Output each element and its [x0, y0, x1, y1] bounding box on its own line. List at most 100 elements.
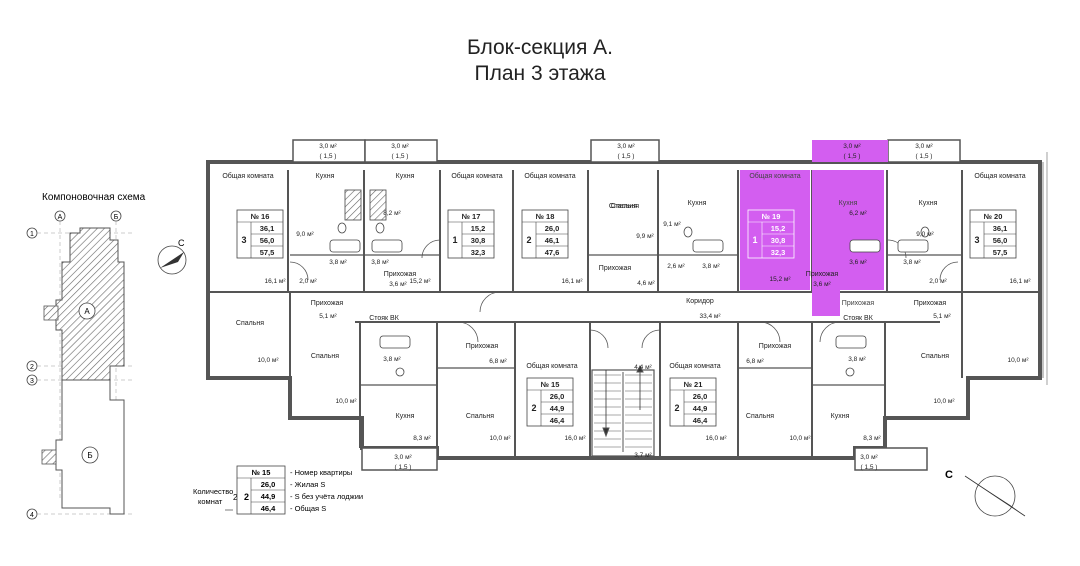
room-label: Кухня: [919, 200, 938, 207]
legend: Количество комнат 2 2 № 15 26,0 44,9 46,…: [193, 465, 363, 515]
apartment-19-highlight: [740, 140, 888, 316]
apartment-area-no-loggia: 30,8: [771, 236, 786, 245]
room-label: Спальня: [466, 413, 494, 420]
room-label: Стояк ВК: [843, 315, 874, 322]
room-label: Общая комната: [749, 172, 800, 180]
scheme-axis-4: 4: [26, 508, 135, 520]
apartment-number: № 16: [251, 212, 270, 221]
area-label: 8,3 м²: [413, 435, 431, 442]
room-label: Стояк ВК: [369, 315, 400, 322]
room-label: Общая комната: [451, 172, 502, 180]
area-label: 3,0 м²: [394, 454, 412, 461]
room-label: Прихожая: [599, 265, 632, 272]
bathroom-fixtures: [329, 189, 930, 377]
area-label: 6,2 м²: [849, 210, 867, 217]
area-label: ( 1,5 ): [618, 153, 635, 160]
area-label: ( 1,5 ): [861, 464, 878, 471]
legend-rooms-value: 2: [233, 493, 238, 502]
area-label: 3,0 м²: [617, 143, 635, 150]
room-label: Спальня: [609, 203, 637, 210]
scheme-label-b: Б: [87, 451, 92, 460]
area-label: 3,0 м²: [391, 143, 409, 150]
apartment-living-area: 26,0: [550, 392, 565, 401]
legend-desc-no-loggia: - S без учёта лоджии: [290, 492, 363, 501]
room-label: Кухня: [396, 413, 415, 420]
area-label: ( 1,5 ): [392, 153, 409, 160]
room-label: Кухня: [396, 173, 415, 180]
area-label: 10,0 м²: [335, 398, 357, 405]
apartment-rooms: 2: [531, 403, 536, 413]
area-label: 9,9 м²: [636, 233, 654, 240]
room-label: Кухня: [688, 200, 707, 207]
area-label: 6,8 м²: [746, 358, 764, 365]
area-label: 16,1 м²: [561, 278, 583, 285]
legend-rooms: 2: [244, 492, 249, 502]
scheme-axis-2: 2: [26, 360, 135, 372]
room-label: Общая комната: [974, 172, 1025, 180]
legend-desc-living: - Жилая S: [290, 480, 325, 489]
area-label: 3,8 м²: [371, 259, 389, 266]
legend-desc-number: - Номер квартиры: [290, 468, 352, 477]
north-arrow-large-icon: С: [945, 469, 1026, 517]
apartment-total-area: 57,5: [260, 248, 275, 257]
room-label: Спальня: [236, 320, 264, 327]
room-label: Прихожая: [759, 343, 792, 350]
area-label: 10,0 м²: [1007, 357, 1029, 364]
apartment-total-area: 32,3: [471, 248, 486, 257]
area-label: 4,6 м²: [637, 280, 655, 287]
apartment-number: № 21: [684, 380, 703, 389]
apartment-number: № 19: [762, 212, 781, 221]
area-label: 3,0 м²: [860, 454, 878, 461]
area-label: 6,8 м²: [489, 358, 507, 365]
area-label: 8,2 м²: [383, 210, 401, 217]
svg-text:4: 4: [30, 512, 34, 519]
area-label: ( 1,5 ): [916, 153, 933, 160]
room-label: Спальня: [311, 353, 339, 360]
layout-scheme: Компоновочная схема А Б 1 2 3: [26, 192, 146, 520]
area-label: 10,0 м²: [789, 435, 811, 442]
room-label: Спальня: [921, 353, 949, 360]
apartment-area-no-loggia: 30,8: [471, 236, 486, 245]
room-label: Общая комната: [524, 172, 575, 180]
apartment-rooms: 2: [526, 235, 531, 245]
apartment-living-area: 15,2: [471, 224, 486, 233]
north-arrow-icon: С: [157, 238, 187, 275]
legend-desc-total: - Общая S: [290, 504, 326, 513]
scheme-title: Компоновочная схема: [42, 192, 146, 203]
apartment-living-area: 26,0: [545, 224, 560, 233]
legend-number: № 15: [252, 468, 271, 477]
apartment-total-area: 57,5: [993, 248, 1008, 257]
room-label: Общая комната: [669, 362, 720, 370]
apartment-rooms: 2: [674, 403, 679, 413]
area-label: ( 1,5 ): [320, 153, 337, 160]
plan-title: Блок-секция А.: [466, 36, 614, 59]
area-label: ( 1,5 ): [844, 153, 861, 160]
svg-text:1: 1: [30, 231, 34, 238]
area-label: 3,8 м²: [848, 356, 866, 363]
apartment-number: № 18: [536, 212, 555, 221]
area-label: 9,1 м²: [663, 221, 681, 228]
apartment-total-area: 46,4: [550, 416, 565, 425]
apartment-area-no-loggia: 44,9: [550, 404, 565, 413]
doors: [289, 239, 959, 349]
area-label: 3,7 м²: [634, 452, 652, 459]
apartment-area-no-loggia: 56,0: [260, 236, 275, 245]
room-label: Спальня: [611, 203, 639, 210]
apartment-rooms: 1: [752, 235, 757, 245]
area-label: 3,8 м²: [383, 356, 401, 363]
loggias: [292, 139, 961, 471]
area-label: 3,6 м²: [389, 281, 407, 288]
apartment-area-no-loggia: 44,9: [693, 404, 708, 413]
apartment-rooms: 3: [974, 235, 979, 245]
area-label: 5,1 м²: [319, 313, 337, 320]
area-label: 10,0 м²: [257, 357, 279, 364]
room-label: Коридор: [686, 298, 714, 305]
apartment-living-area: 36,1: [260, 224, 275, 233]
legend-living: 26,0: [261, 480, 276, 489]
